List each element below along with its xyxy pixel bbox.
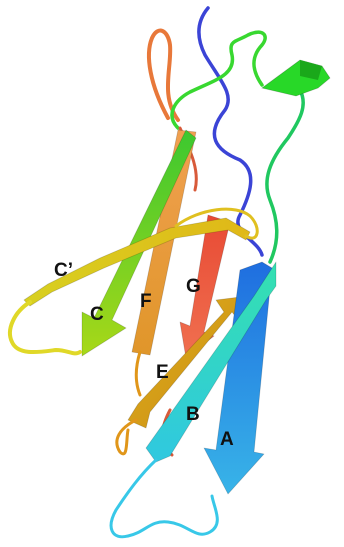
label-b: B bbox=[186, 404, 200, 425]
label-a: A bbox=[220, 429, 234, 450]
label-e: E bbox=[156, 362, 169, 383]
label-g: G bbox=[186, 276, 201, 297]
orange-e-loop bbox=[117, 352, 140, 454]
label-c: C bbox=[90, 304, 104, 325]
helix-connector-coil bbox=[172, 32, 265, 128]
c-terminal-coil bbox=[111, 460, 217, 537]
yellow-left-loop bbox=[10, 302, 80, 353]
label-c-prime: C’ bbox=[54, 260, 73, 281]
green-coil-right bbox=[267, 90, 303, 262]
label-f: F bbox=[140, 291, 152, 312]
